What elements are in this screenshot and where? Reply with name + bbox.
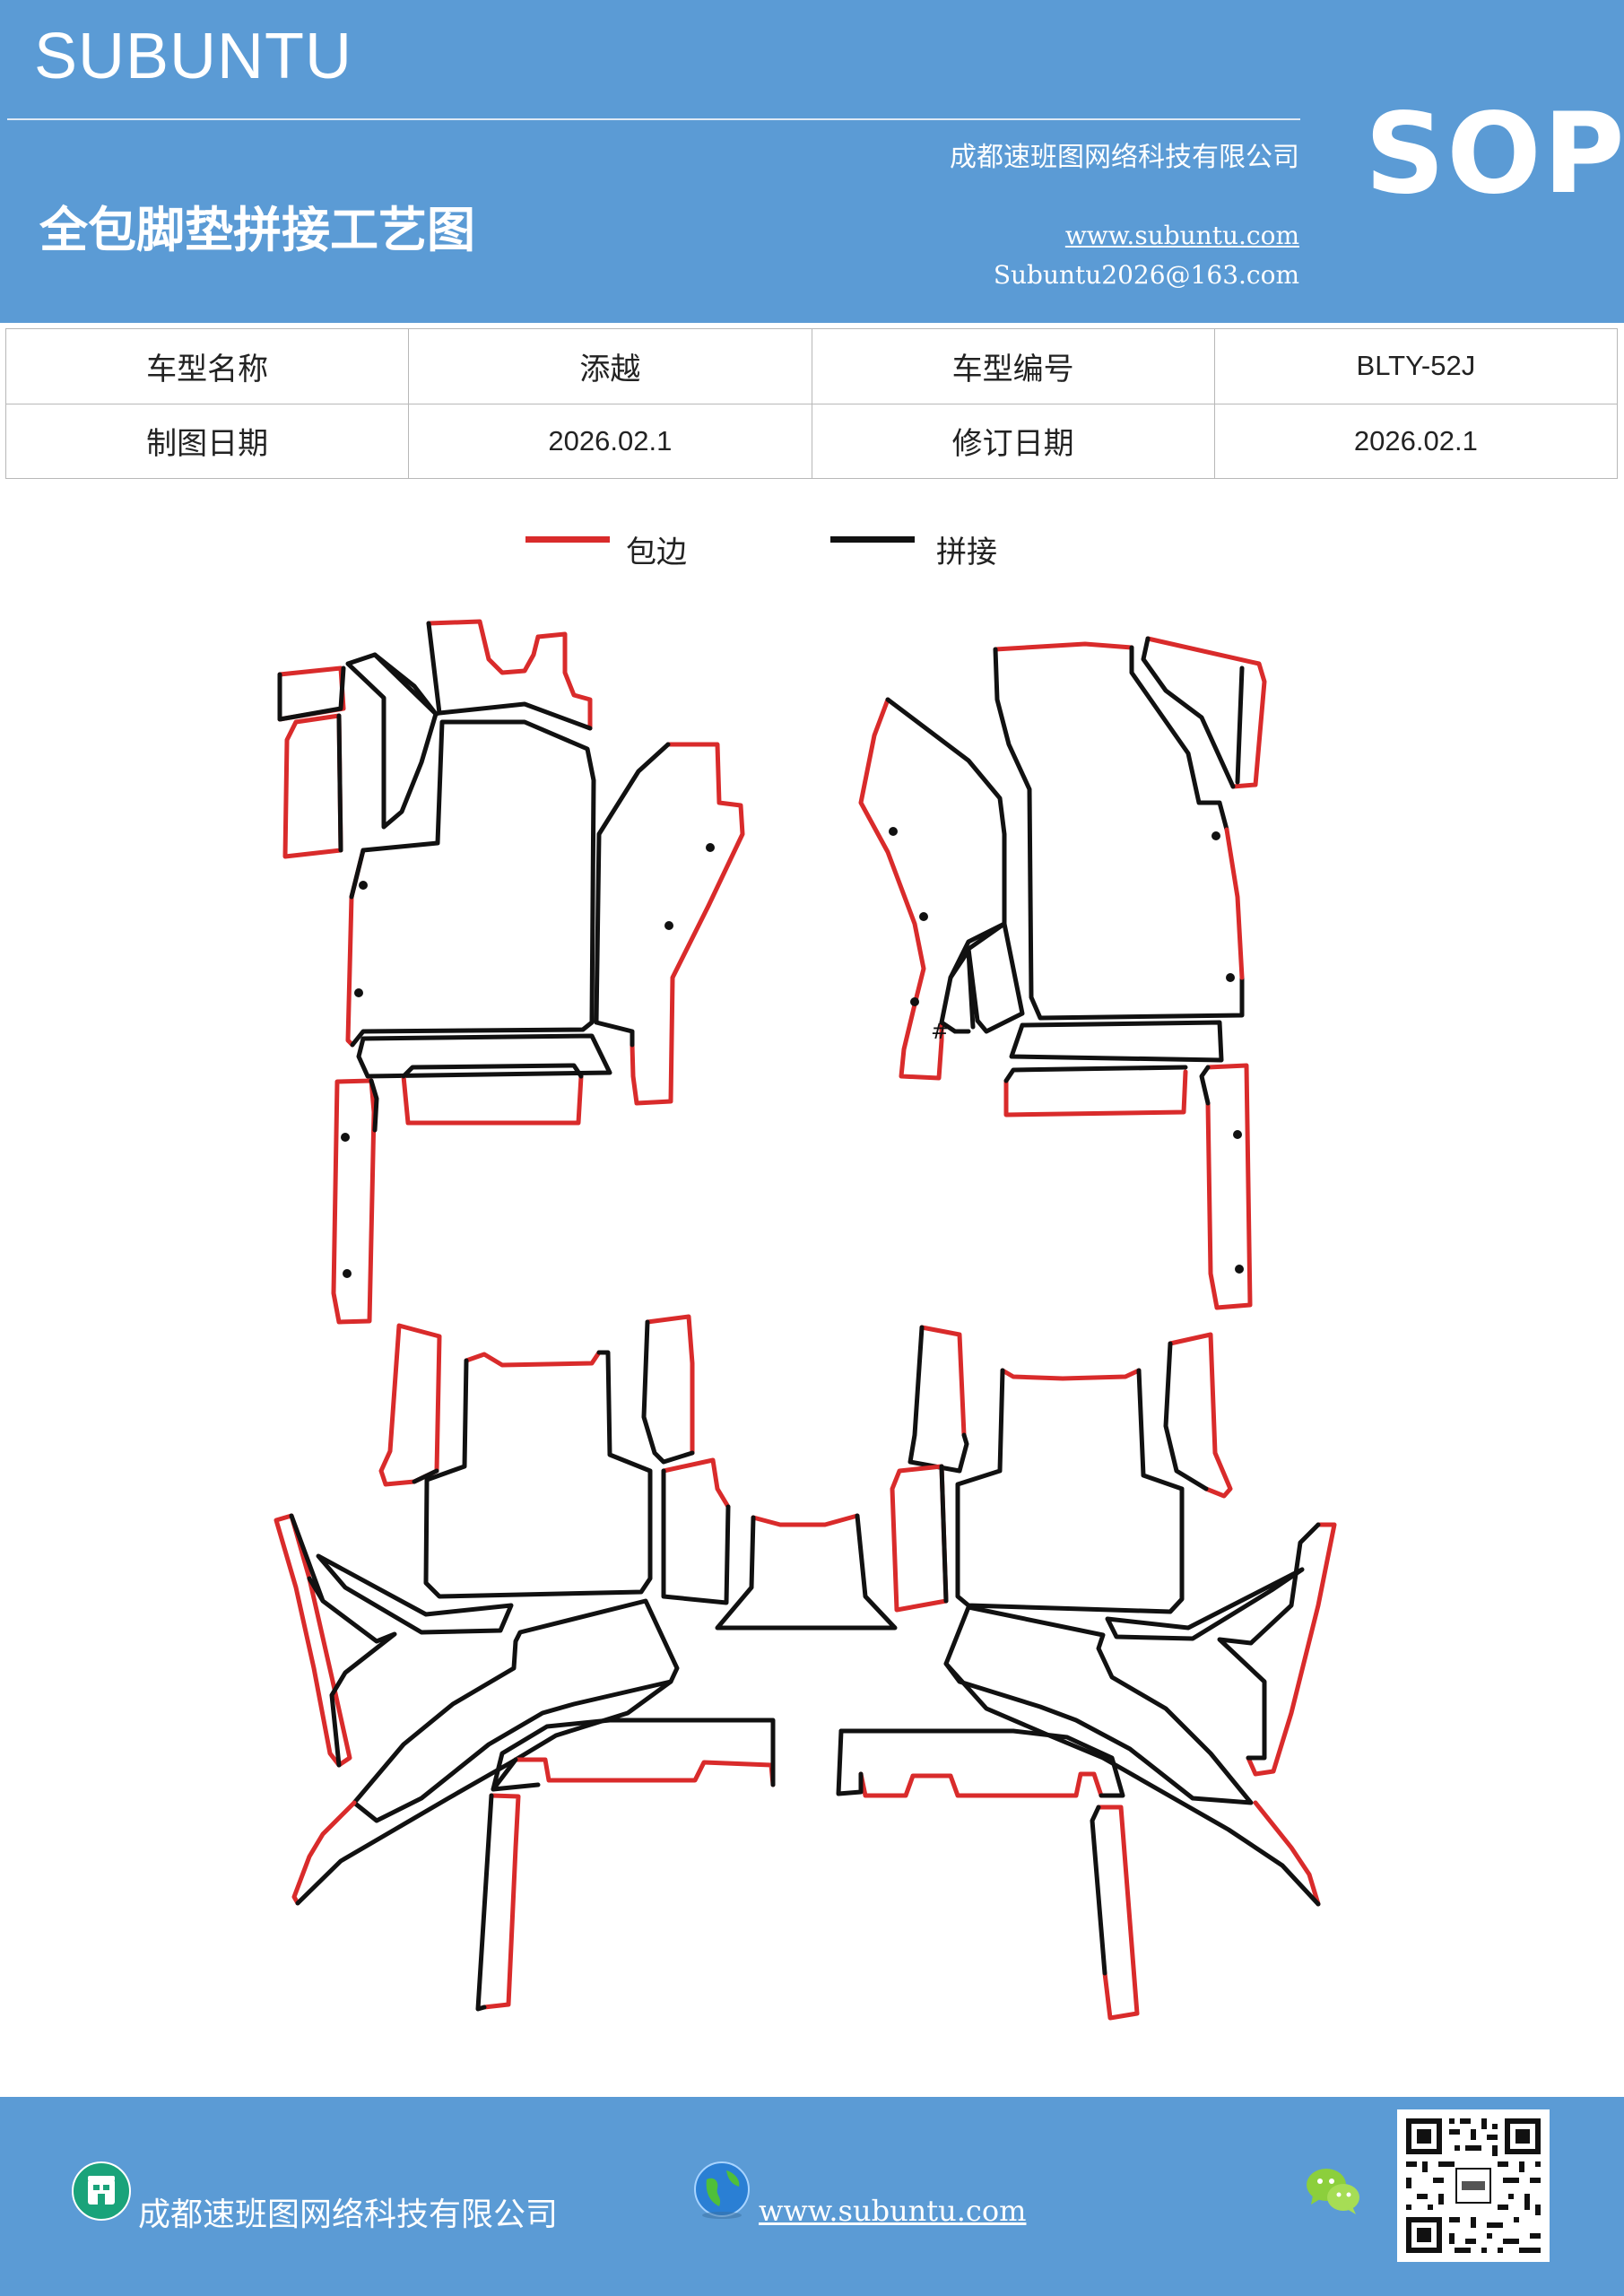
header-banner: SUBUNTU 成都速班图网络科技有限公司 全包脚垫拼接工艺图 www.subu…: [0, 0, 1624, 323]
mat-rear-right: [836, 1325, 1337, 2021]
legend-swatch-red: [525, 536, 610, 543]
revision-date-label: 修订日期: [811, 403, 1215, 479]
legend-label-edging: 包边: [626, 535, 687, 570]
floor-mat-diagram: #: [274, 619, 1337, 2021]
model-code-value: BLTY-52J: [1213, 328, 1619, 404]
legend-swatch-black: [830, 536, 915, 543]
model-name-value: 添越: [408, 328, 812, 404]
revision-date-value: 2026.02.1: [1213, 403, 1619, 479]
drawing-date-label: 制图日期: [4, 403, 410, 479]
footer-company: 成都速班图网络科技有限公司: [138, 2196, 559, 2233]
building-icon: [72, 2161, 131, 2221]
footer-website-link[interactable]: www.subuntu.com: [759, 2194, 1027, 2228]
wechat-icon[interactable]: [1304, 2163, 1363, 2217]
model-code-label: 车型编号: [811, 328, 1215, 404]
table-row: 车型名称 添越 车型编号 BLTY-52J: [4, 328, 1619, 404]
mat-front-left: [277, 619, 745, 1325]
header-divider: [7, 118, 1300, 120]
legend-label-splice: 拼接: [936, 535, 997, 570]
header-company: 成都速班图网络科技有限公司: [950, 142, 1299, 173]
brand-name: SUBUNTU: [34, 21, 353, 92]
page-title: 全包脚垫拼接工艺图: [39, 202, 475, 258]
mat-rear-left: [274, 1314, 898, 2012]
info-table: 车型名称 添越 车型编号 BLTY-52J 制图日期 2026.02.1 修订日…: [4, 328, 1619, 479]
qr-code: [1397, 2109, 1550, 2262]
table-row: 制图日期 2026.02.1 修订日期 2026.02.1: [4, 403, 1619, 479]
model-name-label: 车型名称: [4, 328, 410, 404]
mark-label: #: [931, 1019, 949, 1044]
drawing-date-value: 2026.02.1: [408, 403, 812, 479]
globe-icon: [692, 2160, 751, 2219]
header-email: Subuntu2026@163.com: [993, 260, 1299, 290]
sop-badge: SOP: [1365, 90, 1624, 219]
header-website-link[interactable]: www.subuntu.com: [1064, 221, 1299, 250]
mat-front-right: #: [858, 636, 1267, 1310]
